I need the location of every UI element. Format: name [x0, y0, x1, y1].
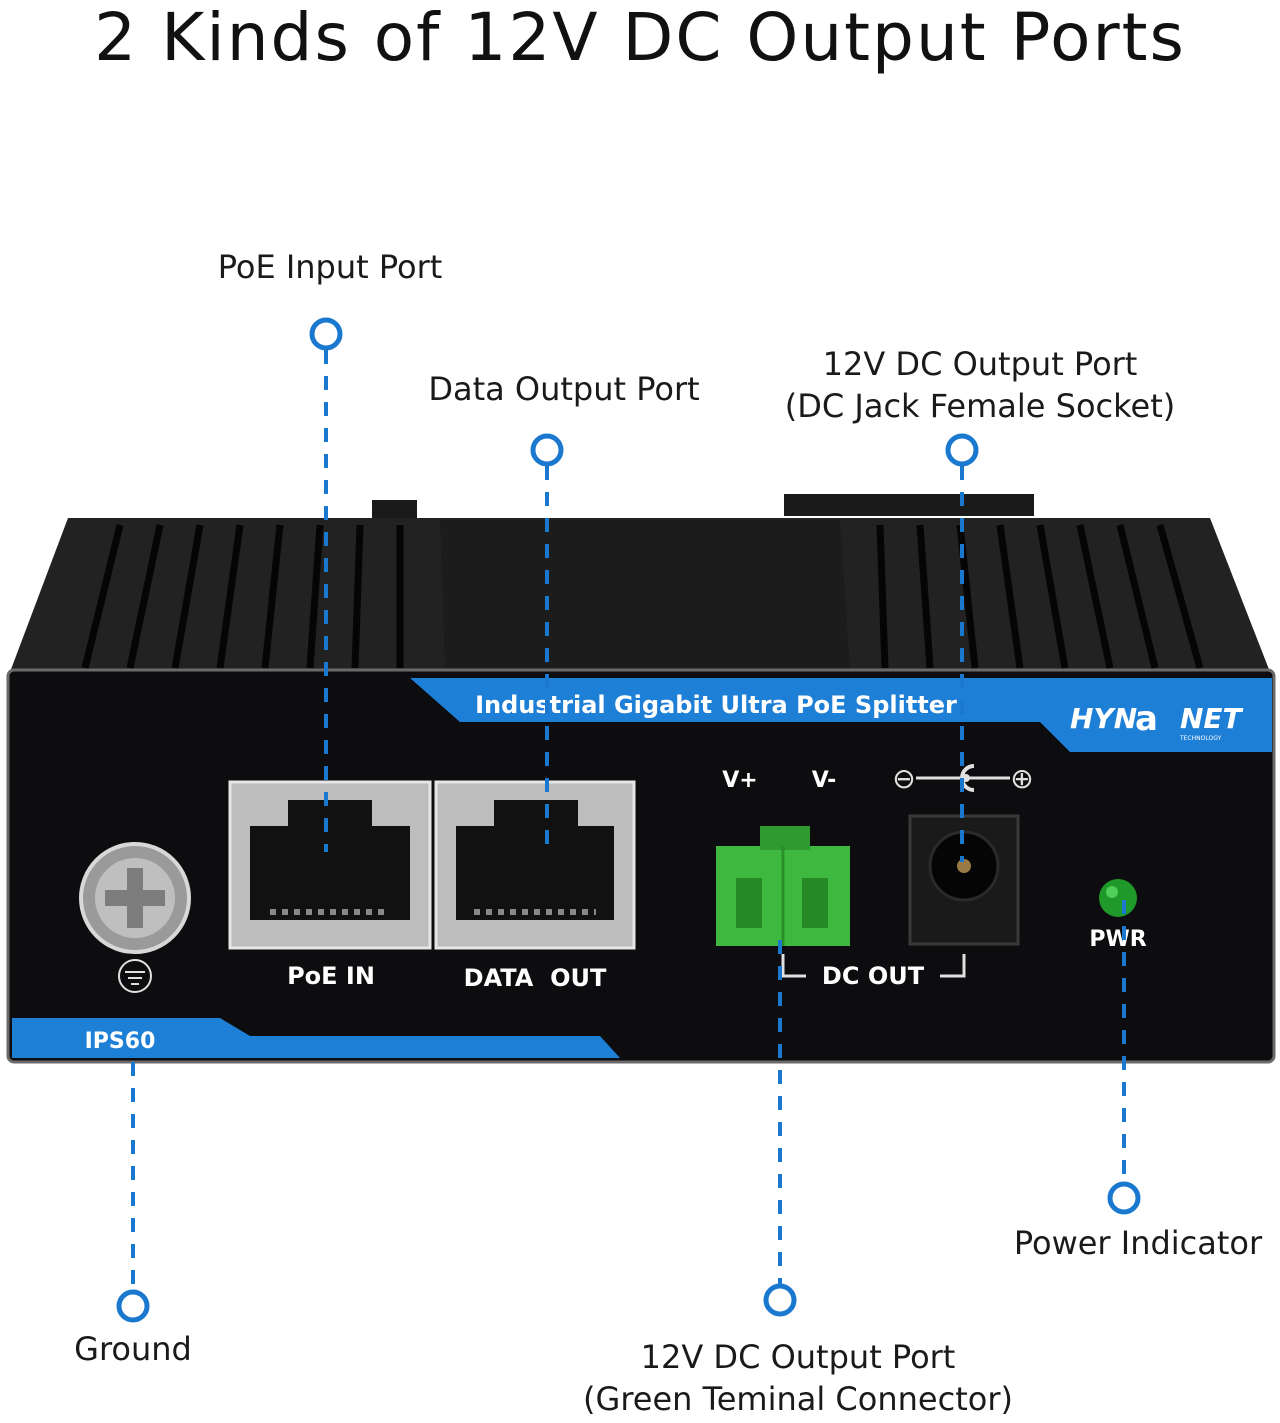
page-title: 2 Kinds of 12V DC Output Ports — [94, 0, 1186, 76]
polarity-minus-icon: ⊖ — [892, 762, 915, 795]
callout-data-output: Data Output Port — [404, 368, 724, 410]
ground-symbol-icon — [118, 959, 152, 993]
callout-dot-data-output — [530, 433, 564, 467]
callout-poe-input-text: PoE Input Port — [217, 248, 443, 286]
screw-icon — [79, 842, 191, 954]
port-label-data-out: DATA OUT — [464, 964, 607, 992]
banner-text: Industrial Gigabit Ultra PoE Splitter — [475, 691, 957, 719]
brand-logo-mid: a — [1135, 699, 1158, 739]
led-icon — [1099, 879, 1137, 917]
callout-ground: Ground — [40, 1328, 226, 1370]
callout-poe-input: PoE Input Port — [190, 246, 470, 288]
callout-terminal-line2: (Green Teminal Connector) — [583, 1380, 1013, 1418]
callout-dc-jack: 12V DC Output Port (DC Jack Female Socke… — [760, 343, 1200, 427]
pwr-label: PWR — [1089, 927, 1146, 952]
port-label-poe-in: PoE IN — [287, 962, 375, 990]
callout-terminal: 12V DC Output Port (Green Teminal Connec… — [546, 1336, 1050, 1420]
model-label: IPS60 — [85, 1029, 156, 1054]
brand-logo-right: NET — [1180, 702, 1244, 735]
green-terminal-connector — [716, 826, 850, 946]
device-top-housing — [10, 494, 1270, 672]
callout-dot-ground — [116, 1289, 150, 1323]
callout-data-output-text: Data Output Port — [428, 370, 700, 408]
dc-out-label: DC OUT — [822, 962, 925, 990]
callout-dc-jack-line1: 12V DC Output Port — [822, 345, 1138, 383]
polarity-plus-icon: ⊕ — [1010, 762, 1033, 795]
terminal-label-vminus: V- — [812, 768, 837, 793]
brand-logo-left: HYN — [1070, 702, 1137, 735]
callout-dc-jack-line2: (DC Jack Female Socket) — [784, 387, 1176, 425]
brand-subtitle: TECHNOLOGY — [1179, 735, 1222, 742]
callout-dot-poe-input — [309, 317, 343, 351]
rj45-port-icon — [434, 780, 636, 950]
callout-power-indicator: Power Indicator — [996, 1222, 1280, 1264]
callout-terminal-line1: 12V DC Output Port — [640, 1338, 956, 1376]
callout-dot-dc-jack — [945, 433, 979, 467]
callout-power-indicator-text: Power Indicator — [1013, 1224, 1263, 1262]
dc-out-bracket — [781, 954, 966, 978]
rj45-port-icon — [228, 780, 432, 950]
terminal-label-vplus: V+ — [722, 768, 757, 793]
callout-ground-text: Ground — [74, 1330, 192, 1368]
callout-dot-terminal — [763, 1283, 797, 1317]
callout-dot-power-indicator — [1107, 1181, 1141, 1215]
